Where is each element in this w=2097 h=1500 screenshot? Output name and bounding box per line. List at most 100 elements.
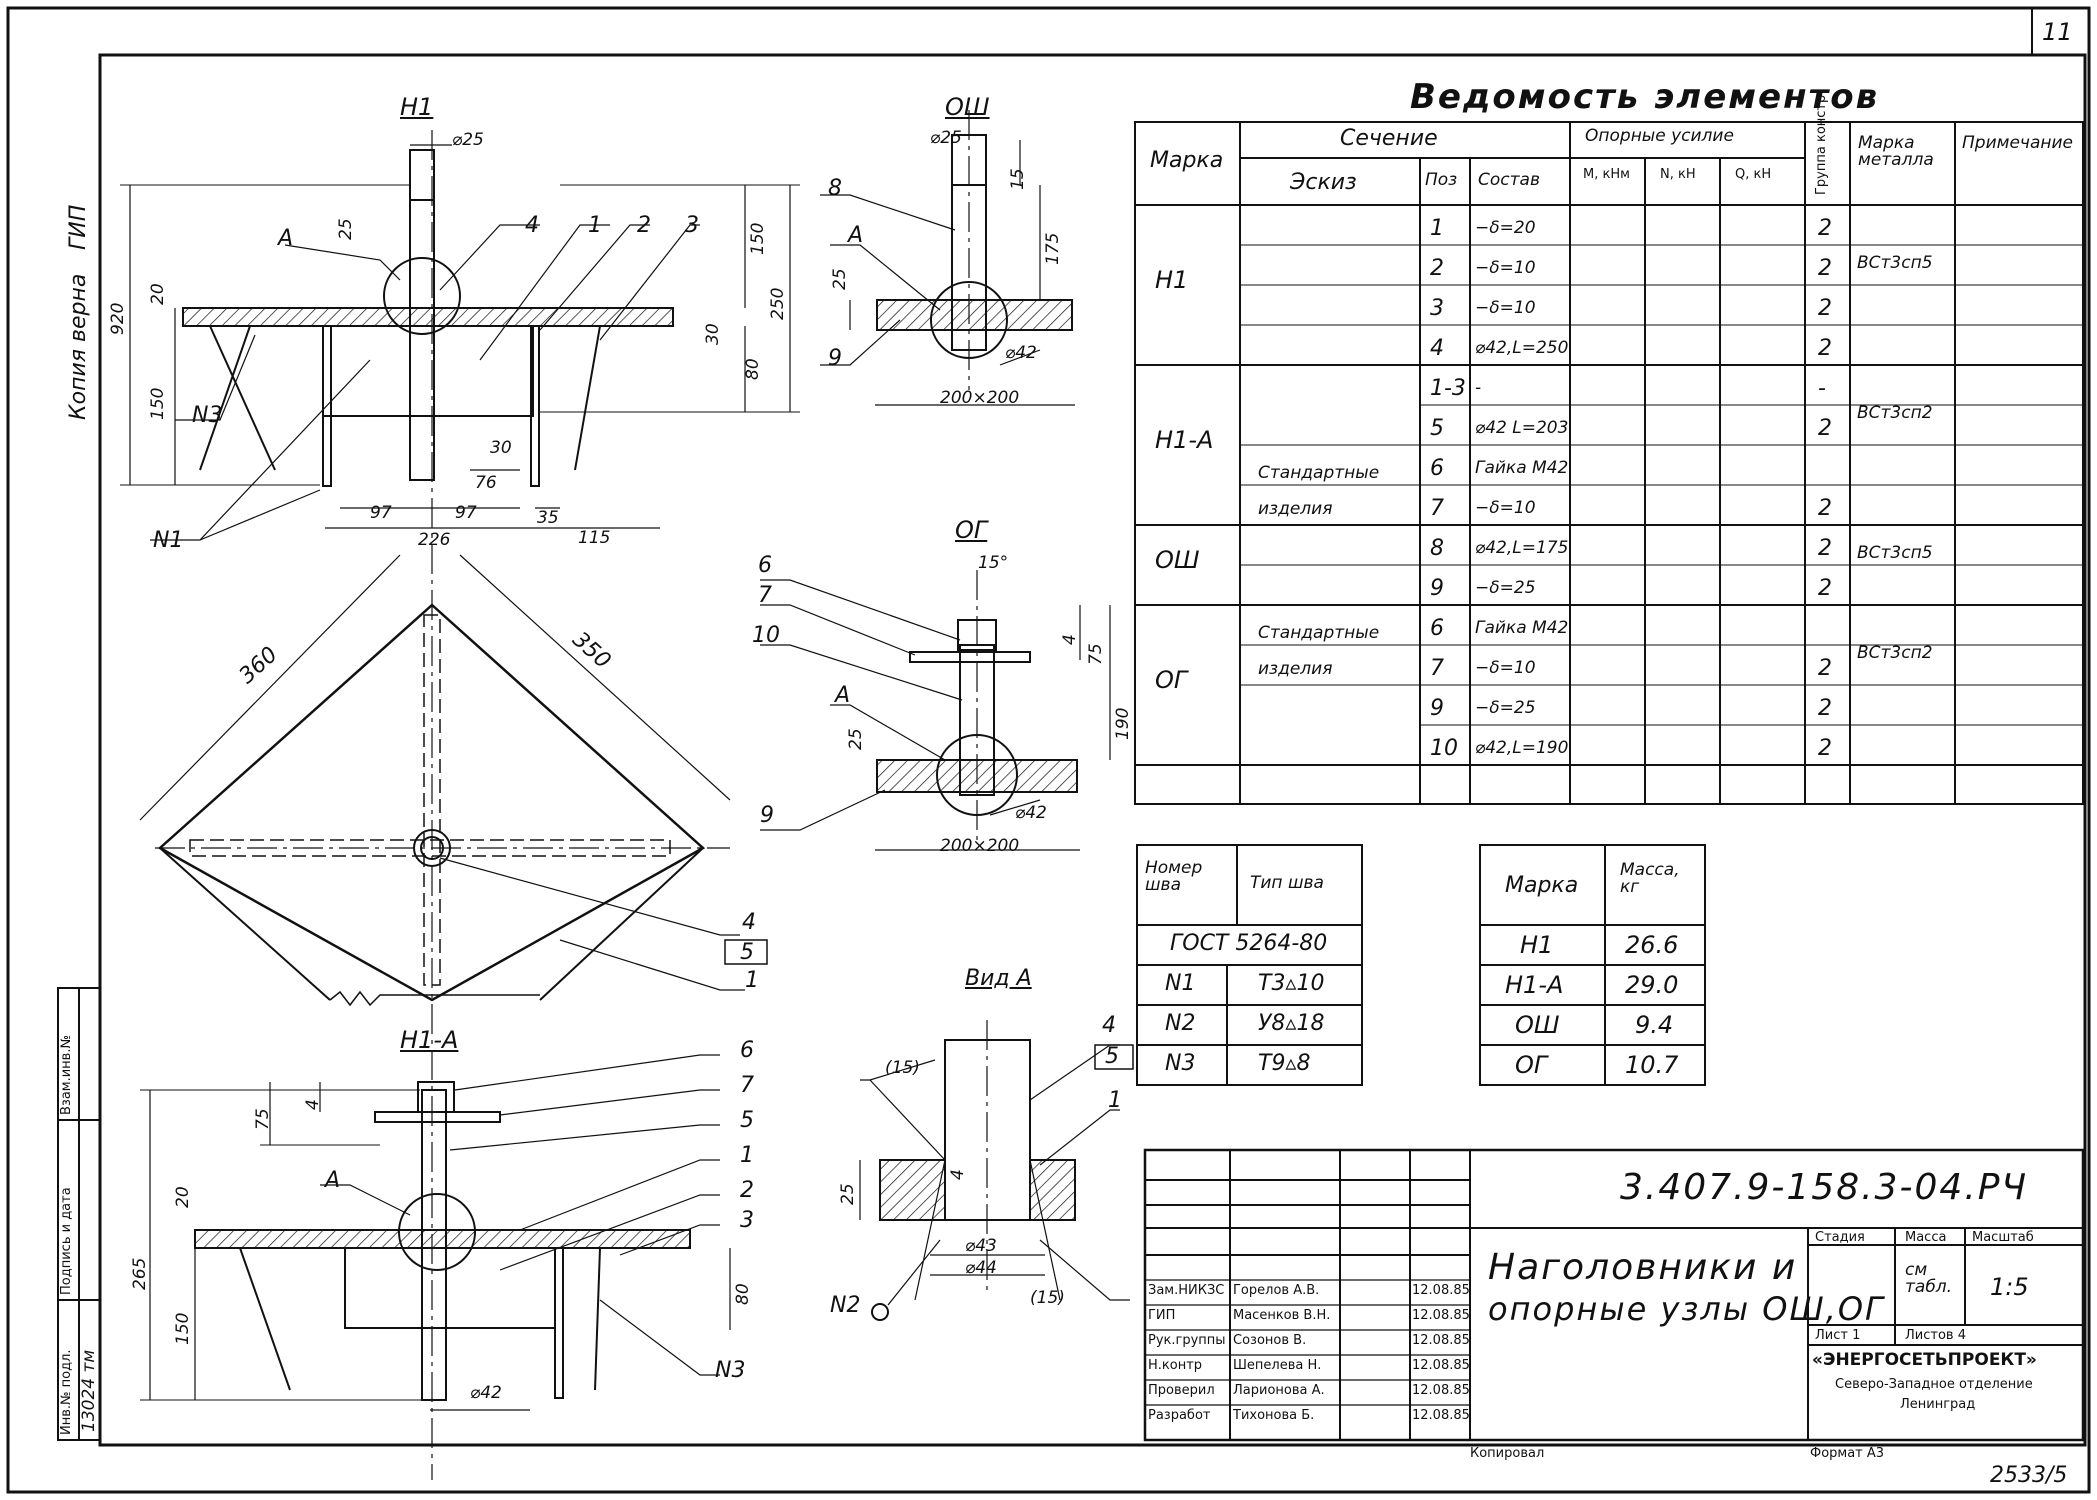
staff-role: ГИП (1148, 1308, 1176, 1323)
std-items-2: Стандартные изделия (1258, 623, 1380, 679)
mass-mark-1: Н1 (1520, 931, 1554, 959)
weld-gost: ГОСТ 5264-80 (1170, 931, 1328, 956)
dim-osh-200: 200×200 (940, 388, 1020, 408)
gip-label: ГИП (66, 204, 91, 250)
drawing-code: 3.407.9-158.3-04.РЧ (1620, 1167, 2029, 1208)
dim-h1-80: 80 (743, 358, 763, 380)
mass-mark-2: Н1-А (1505, 971, 1564, 999)
elem-row-comp: ⌀42,L=175 (1475, 538, 1569, 558)
elem-row-group: 2 (1818, 656, 1832, 681)
elem-row-comp: −δ=25 (1475, 698, 1536, 718)
dim-osh-15: 15 (1008, 168, 1028, 190)
dim-h1-76: 76 (475, 473, 497, 493)
view-title-h1a: Н1-А (400, 1026, 459, 1054)
stamp-replace: Взам.инв.№ (59, 1035, 74, 1115)
elem-row-steel: ВСт3сп2 (1857, 403, 1933, 423)
view-h1a (140, 1054, 731, 1411)
elem-row-comp: −δ=25 (1475, 578, 1536, 598)
callout-plan-5: 5 (740, 940, 754, 965)
staff-name: Масенков В.Н. (1233, 1308, 1331, 1323)
elem-row-group: 2 (1818, 536, 1832, 561)
elem-row-group: 2 (1818, 256, 1832, 281)
staff-role: Зам.НИКЗС (1148, 1283, 1225, 1298)
dim-h1-150: 150 (748, 222, 768, 255)
title-block-grid (1143, 1148, 2085, 1442)
dim-h1a-d42: ⌀42 (470, 1383, 502, 1403)
elements-table-grid (1134, 121, 2084, 805)
dim-osh-25: 25 (830, 268, 850, 290)
mass-val-1: 26.6 (1625, 931, 1679, 959)
staff-name: Шепелева Н. (1233, 1358, 1322, 1373)
view-title-osh: ОШ (945, 93, 990, 121)
dim-h1a-150: 150 (173, 1312, 193, 1345)
elem-row-group: 2 (1818, 736, 1832, 761)
callout-og-6: 6 (758, 553, 772, 578)
elem-row-mark: Н1 (1155, 266, 1189, 294)
mass-h-mark: Марка (1505, 873, 1579, 898)
dim-h1-97b: 97 (455, 503, 477, 523)
elem-row-comp: −δ=10 (1475, 298, 1536, 318)
callout-plan-4: 4 (742, 910, 756, 935)
staff-date: 12.08.85 (1412, 1358, 1470, 1373)
callout-osh-9: 9 (828, 346, 842, 371)
elem-row-comp: −δ=20 (1475, 218, 1536, 238)
view-h1 (120, 130, 800, 1480)
elem-row-group: 2 (1818, 576, 1832, 601)
view-og (760, 570, 1111, 851)
staff-role: Разработ (1148, 1408, 1211, 1423)
dim-h1-250: 250 (768, 287, 788, 320)
dim-h1-97a: 97 (370, 503, 392, 523)
dim-va-15b: (15) (1030, 1288, 1065, 1308)
staff-date: 12.08.85 (1412, 1408, 1470, 1423)
copy-note: Копия верна (66, 273, 91, 420)
inventory-number: 13024 тм (79, 1349, 99, 1432)
inner-frame (98, 53, 2087, 1447)
staff-role: Рук.группы (1148, 1333, 1226, 1348)
mass-table-grid (1479, 844, 1706, 1086)
elem-row-pos: 4 (1430, 336, 1444, 361)
elem-row-group: 2 (1818, 216, 1832, 241)
view-title-h1: Н1 (400, 93, 434, 121)
elem-row-mark: ОШ (1155, 546, 1200, 574)
col-mark: Марка (1150, 148, 1224, 173)
dim-va-15a: (15) (885, 1058, 920, 1078)
callout-osh-8: 8 (828, 176, 842, 201)
view-title-a: Вид А (965, 966, 1032, 991)
weld-h-type: Тип шва (1250, 873, 1324, 893)
elem-row-pos: 7 (1430, 496, 1444, 521)
elem-row-steel: ВСт3сп5 (1857, 253, 1933, 273)
col-n: N, кН (1660, 167, 1696, 182)
mass-mark-3: ОШ (1515, 1011, 1560, 1039)
callout-h1a-7: 7 (740, 1073, 754, 1098)
tb-mass-value: см табл. (1905, 1260, 1953, 1297)
elem-row-pos: 10 (1430, 736, 1458, 761)
elem-row-comp: Гайка М42 (1475, 458, 1569, 478)
dim-h1-920: 920 (108, 302, 128, 335)
dim-h1a-4: 4 (303, 1099, 323, 1110)
mass-val-2: 29.0 (1625, 971, 1679, 999)
elem-row-pos: 5 (1430, 416, 1444, 441)
dim-og-15: 15° (978, 553, 1009, 573)
callout-h1-n3: N3 (192, 403, 223, 428)
dim-h1-115: 115 (578, 528, 611, 548)
elem-row-pos: 6 (1430, 616, 1444, 641)
col-sketch: Эскиз (1290, 170, 1357, 195)
dim-h1-25: 25 (336, 218, 356, 240)
dim-va-d44: ⌀44 (965, 1258, 997, 1278)
staff-date: 12.08.85 (1412, 1333, 1470, 1348)
tb-mass: Масса (1905, 1230, 1947, 1245)
staff-name: Созонов В. (1233, 1333, 1307, 1348)
elem-row-group: - (1818, 376, 1826, 401)
outer-frame (6, 6, 2091, 1494)
view-title-og: ОГ (955, 516, 988, 544)
elem-row-pos: 2 (1430, 256, 1444, 281)
staff-date: 12.08.85 (1412, 1283, 1470, 1298)
callout-og-a: А (835, 683, 851, 708)
callout-va-1: 1 (1108, 1088, 1122, 1113)
callout-h1-a: А (278, 226, 294, 251)
dim-h1-30: 30 (490, 438, 512, 458)
col-forces: Опорные усилие (1585, 126, 1734, 146)
dim-osh-d25: ⌀25 (930, 128, 962, 148)
tb-org-3: Ленинград (1900, 1397, 1976, 1412)
